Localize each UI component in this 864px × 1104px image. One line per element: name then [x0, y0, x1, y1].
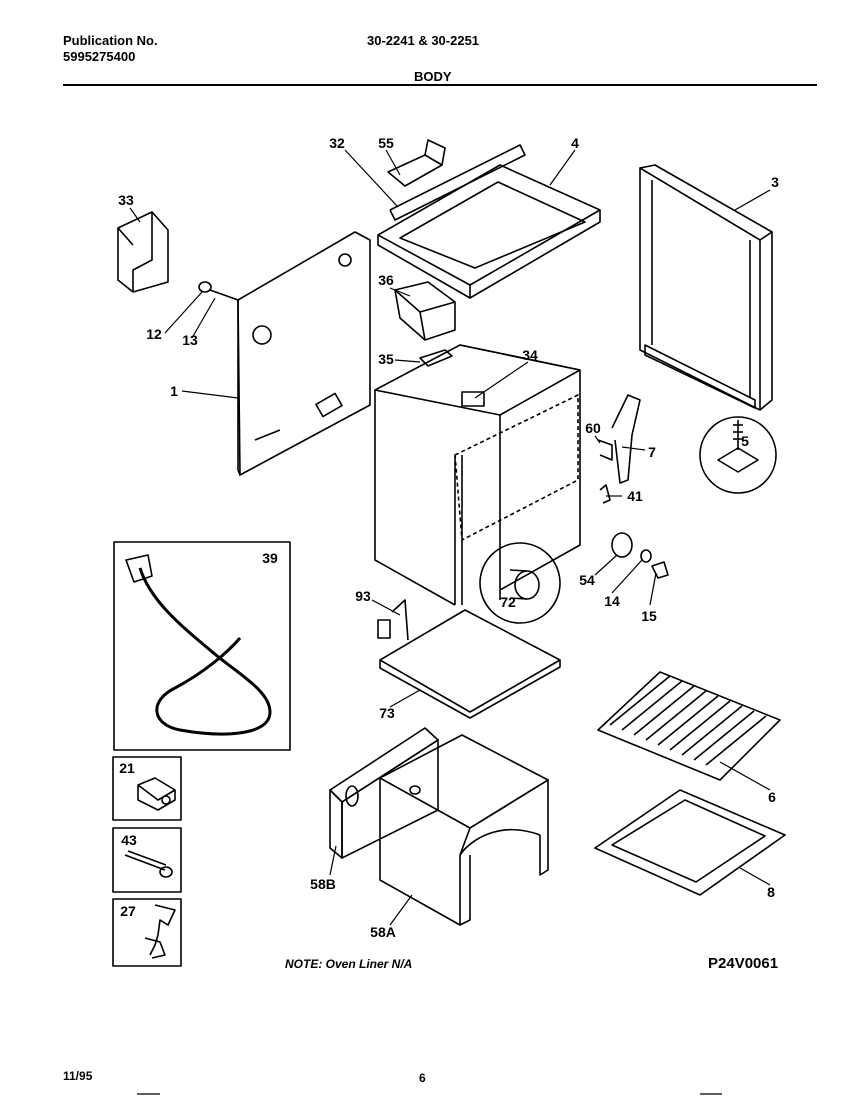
callout-32: 32	[329, 135, 345, 151]
callout-1: 1	[170, 383, 178, 399]
callout-39: 39	[262, 550, 278, 566]
callout-15: 15	[641, 608, 657, 624]
inset-box-27	[112, 898, 182, 967]
broil-pan	[379, 609, 561, 719]
light-lens	[509, 569, 540, 600]
callout-13: 13	[182, 332, 198, 348]
callout-72: 72	[500, 594, 516, 610]
power-cord	[125, 554, 272, 736]
model-numbers: 30-2241 & 30-2251	[367, 33, 480, 48]
callout-36: 36	[378, 272, 394, 288]
callout-43: 43	[121, 832, 137, 848]
oven-liner-note: NOTE: Oven Liner N/A	[285, 957, 413, 971]
callout-54: 54	[579, 572, 595, 588]
section-title: BODY	[414, 69, 452, 84]
clip-27	[144, 904, 176, 959]
callout-60: 60	[585, 420, 601, 436]
inset-box-43	[112, 827, 182, 893]
clip-21	[137, 777, 176, 811]
oven-liner-58a	[379, 734, 549, 926]
bracket-93	[377, 599, 409, 641]
leveler-detail-circle	[699, 416, 777, 494]
screw-12	[198, 281, 239, 301]
callout-73: 73	[379, 705, 395, 721]
footer-date: 11/95	[63, 1069, 93, 1083]
drawing-code: P24V0061	[708, 955, 779, 972]
callout-14: 14	[604, 593, 620, 609]
vent-36	[394, 281, 456, 341]
callout-35: 35	[378, 351, 394, 367]
power-cord-box	[113, 541, 291, 751]
header-rule	[63, 84, 817, 86]
callout-6: 6	[768, 789, 776, 805]
callout-leaders	[129, 149, 771, 926]
bracket-33	[117, 211, 169, 293]
oven-body	[374, 344, 581, 606]
callout-34: 34	[522, 347, 538, 363]
callout-3: 3	[771, 174, 779, 190]
oven-rack	[597, 671, 781, 781]
callout-21: 21	[119, 760, 135, 776]
light-socket-parts	[611, 532, 669, 579]
screw-43	[124, 850, 173, 878]
leveler-leg	[717, 420, 759, 473]
callout-7: 7	[648, 444, 656, 460]
page-number: 6	[419, 1071, 426, 1085]
callout-33: 33	[118, 192, 134, 208]
side-liner-58b	[329, 727, 439, 859]
callout-55: 55	[378, 135, 394, 151]
publication-number: 5995275400	[63, 49, 136, 64]
drip-pan	[594, 789, 786, 896]
top-frame-part	[377, 144, 601, 299]
back-panel	[237, 231, 371, 476]
inset-box-21	[112, 756, 182, 821]
clip-41	[599, 484, 611, 504]
bracket-55	[387, 139, 446, 187]
door-handle	[597, 394, 641, 484]
latch-34	[461, 391, 485, 407]
callout-93: 93	[355, 588, 371, 604]
publication-label: Publication No.	[63, 33, 158, 48]
callout-8: 8	[767, 884, 775, 900]
light-detail-circle	[479, 542, 561, 624]
callout-12: 12	[146, 326, 162, 342]
callout-58B: 58B	[310, 876, 336, 892]
callout-4: 4	[571, 135, 579, 151]
callout-41: 41	[627, 488, 643, 504]
door-panel	[639, 164, 773, 411]
callout-27: 27	[120, 903, 136, 919]
callout-58A: 58A	[370, 924, 396, 940]
callout-5: 5	[741, 433, 749, 449]
